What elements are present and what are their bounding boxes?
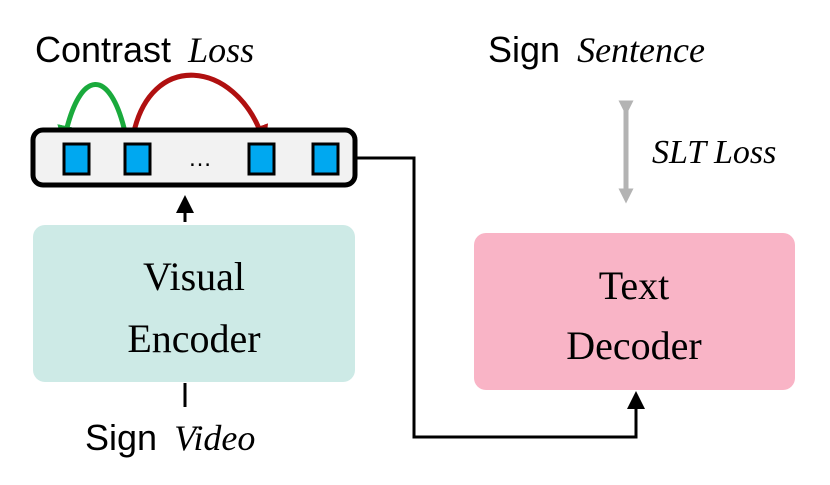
contrast-loss-label: Contrast Loss [35, 29, 254, 70]
feature-token [62, 142, 91, 176]
feature-token [247, 142, 276, 176]
sign-sentence-label: Sign Sentence [488, 29, 705, 70]
strip-to-decoder-connector [355, 156, 645, 439]
red-contrast-arrow [130, 72, 269, 146]
feature-token [123, 142, 152, 176]
text-decoder-label-line2: Decoder [566, 323, 701, 368]
token-ellipsis: … [188, 145, 212, 172]
visual-encoder-label-line2: Encoder [127, 316, 260, 361]
green-contrast-arrow [57, 82, 128, 146]
visual-encoder-label-line1: Visual [143, 254, 245, 299]
visual-encoder-box [33, 225, 355, 382]
sign-video-label: Sign Video [85, 417, 255, 458]
feature-token [311, 142, 340, 176]
text-decoder-label-line1: Text [599, 263, 670, 308]
text-decoder-box [474, 233, 795, 390]
slt-loss-label: SLT Loss [652, 134, 776, 171]
